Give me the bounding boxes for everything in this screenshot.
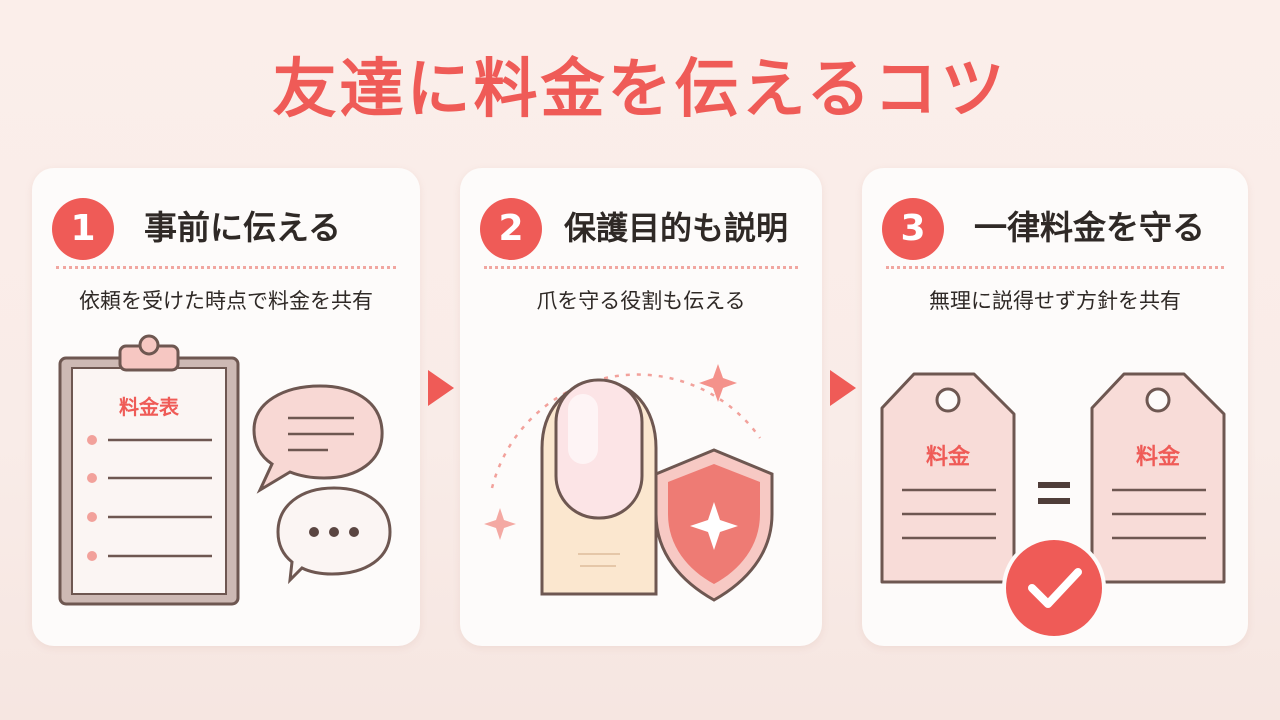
step-subtitle: 依頼を受けた時点で料金を共有 bbox=[79, 289, 373, 313]
step-illustration: 料金 料金 bbox=[880, 372, 1226, 640]
tag-label: 料金 bbox=[926, 444, 971, 470]
page-title: 友達に料金を伝えるコツ bbox=[272, 53, 1008, 127]
checkmark-icon bbox=[1002, 536, 1106, 640]
clipboard-label: 料金表 bbox=[119, 395, 180, 419]
clipboard-icon: 料金表 bbox=[58, 334, 240, 606]
flow-arrow-1 bbox=[428, 370, 454, 406]
price-tag-icon: 料金 bbox=[1090, 372, 1226, 584]
step-heading: 保護目的も説明 bbox=[564, 209, 789, 247]
step-card-1: 1 事前に伝える 依頼を受けた時点で料金を共有 料金表 bbox=[32, 168, 420, 646]
step-subtitle: 無理に説得せず方針を共有 bbox=[929, 289, 1181, 313]
step-heading: 一律料金を守る bbox=[974, 208, 1205, 247]
step-heading: 事前に伝える bbox=[144, 208, 342, 247]
dotted-divider bbox=[56, 266, 396, 269]
step-number-badge: 1 bbox=[52, 198, 114, 260]
step-illustration: 料金表 bbox=[58, 334, 392, 606]
step-number-badge: 2 bbox=[480, 198, 542, 260]
flow-arrow-2 bbox=[830, 370, 856, 406]
speech-bubble-icon bbox=[252, 384, 392, 585]
step-illustration bbox=[484, 364, 774, 602]
equals-icon bbox=[1038, 482, 1070, 504]
dotted-divider bbox=[886, 266, 1224, 269]
step-number-badge: 3 bbox=[882, 198, 944, 260]
tag-label: 料金 bbox=[1136, 444, 1181, 470]
price-tag-icon: 料金 bbox=[880, 372, 1016, 584]
finger-nail-icon bbox=[540, 378, 658, 596]
sparkle-icon bbox=[484, 508, 516, 540]
step-card-2: 2 保護目的も説明 爪を守る役割も伝える bbox=[460, 168, 822, 646]
dotted-divider bbox=[484, 266, 798, 269]
shield-icon bbox=[654, 448, 774, 602]
step-subtitle: 爪を守る役割も伝える bbox=[536, 289, 746, 313]
sparkle-icon bbox=[699, 364, 737, 402]
step-card-3: 3 一律料金を守る 無理に説得せず方針を共有 料金 料金 bbox=[862, 168, 1248, 646]
